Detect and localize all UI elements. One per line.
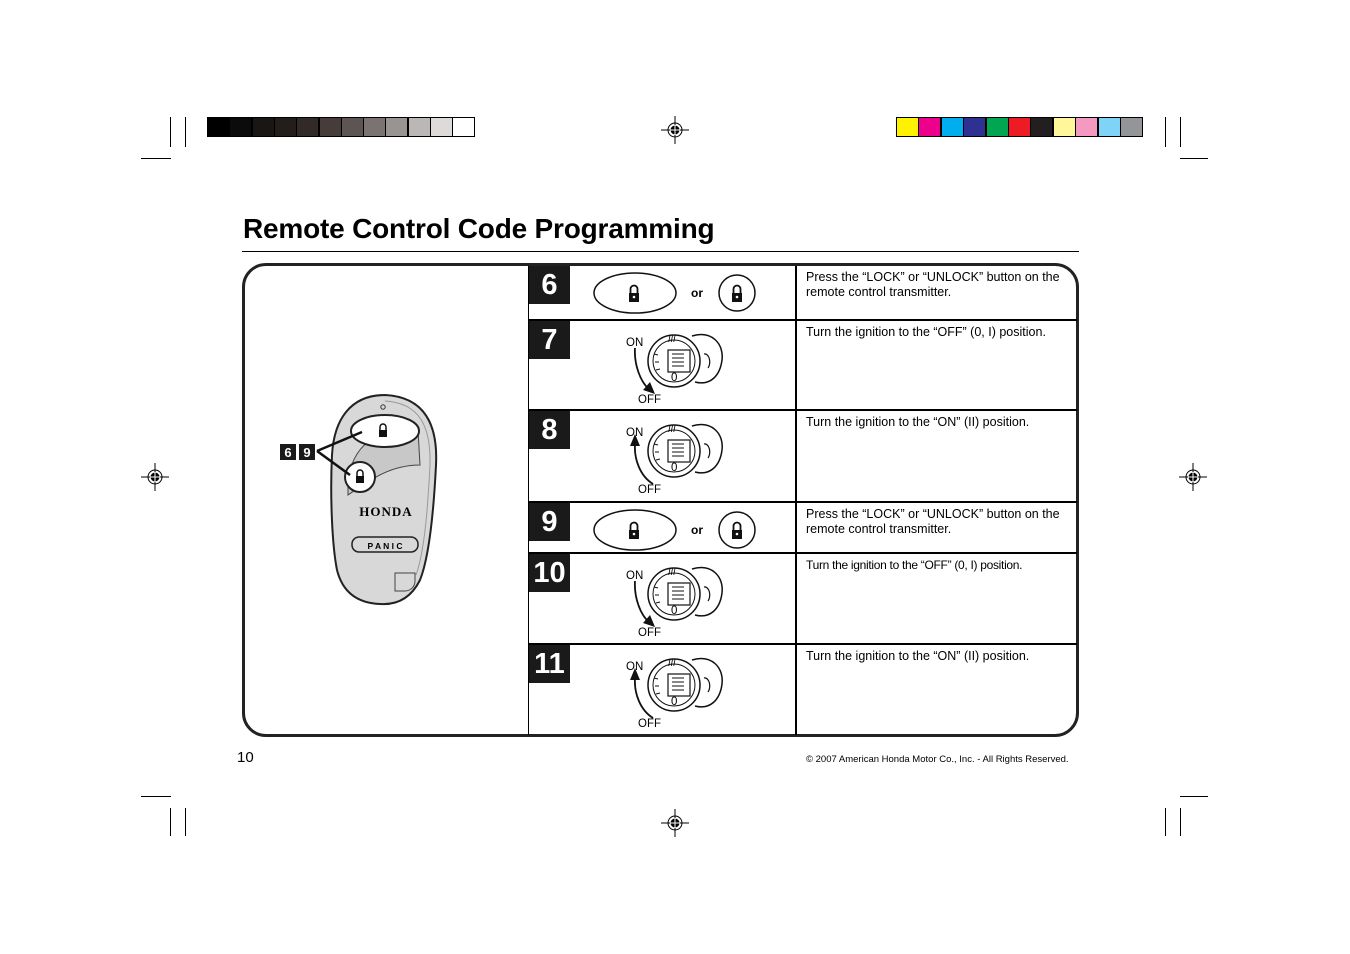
gray-swatch bbox=[407, 117, 431, 137]
ignition-on-label: ON bbox=[626, 337, 644, 349]
step-instruction: Press the “LOCK” or “UNLOCK” button on t… bbox=[806, 270, 1060, 299]
gray-swatch bbox=[318, 117, 342, 137]
instruction-panel bbox=[242, 263, 1079, 737]
step-instruction: Turn the ignition to the “OFF” (0, I) po… bbox=[806, 558, 1023, 572]
registration-mark bbox=[661, 809, 689, 837]
or-label: or bbox=[691, 286, 703, 300]
ignition-switch-illustration: III bbox=[634, 333, 723, 394]
step-number-badge: 9 bbox=[529, 503, 570, 541]
title-underline bbox=[242, 251, 1079, 252]
ignition-on-label: ON bbox=[626, 661, 644, 673]
registration-mark bbox=[661, 116, 689, 144]
color-swatch bbox=[1075, 117, 1099, 137]
page-title: Remote Control Code Programming bbox=[243, 213, 715, 244]
svg-text:III: III bbox=[668, 424, 676, 434]
color-swatch bbox=[1008, 117, 1031, 137]
gray-swatch bbox=[296, 117, 320, 137]
color-swatch bbox=[896, 117, 919, 137]
step-instruction: Press the “LOCK” or “UNLOCK” button on t… bbox=[806, 507, 1060, 536]
step-number-badge: 7 bbox=[529, 321, 570, 359]
color-swatch bbox=[940, 117, 964, 137]
color-swatch bbox=[1097, 117, 1121, 137]
gray-swatch bbox=[229, 117, 253, 137]
ignition-zero-label: 0 bbox=[671, 462, 678, 474]
step-instruction: Turn the ignition to the “ON” (II) posit… bbox=[806, 649, 1030, 663]
lock-unlock-buttons-illustration bbox=[593, 509, 756, 551]
gray-swatch bbox=[452, 117, 476, 137]
ignition-switch-illustration: III bbox=[630, 423, 723, 485]
lock-unlock-buttons-illustration bbox=[593, 272, 756, 314]
svg-text:III: III bbox=[668, 567, 676, 577]
page-number: 10 bbox=[237, 749, 254, 766]
color-swatch bbox=[918, 117, 942, 137]
panic-label: P A N I C bbox=[367, 541, 402, 551]
ignition-on-label: ON bbox=[626, 570, 644, 582]
ignition-off-label: OFF bbox=[638, 627, 661, 639]
step-number-badge: 8 bbox=[529, 411, 570, 449]
registration-mark bbox=[1179, 463, 1207, 491]
callout-step-6: 6 bbox=[280, 444, 296, 460]
ignition-off-label: OFF bbox=[638, 394, 661, 406]
step-instruction: Turn the ignition to the “ON” (II) posit… bbox=[806, 415, 1030, 429]
gray-swatch bbox=[385, 117, 409, 137]
callout-step-9: 9 bbox=[299, 444, 315, 460]
step-number-badge: 10 bbox=[529, 554, 570, 592]
registration-mark bbox=[141, 463, 169, 491]
ignition-zero-label: 0 bbox=[671, 372, 678, 384]
gray-swatch bbox=[340, 117, 364, 137]
ignition-switch-illustration: III bbox=[630, 657, 723, 719]
color-swatch bbox=[1052, 117, 1076, 137]
gray-swatch bbox=[430, 117, 453, 137]
remote-brand: HONDA bbox=[359, 504, 412, 519]
step-instruction: Turn the ignition to the “OFF” (0, I) po… bbox=[806, 325, 1046, 339]
ignition-off-label: OFF bbox=[638, 484, 661, 496]
gray-swatch bbox=[251, 117, 275, 137]
step-number-badge: 11 bbox=[529, 645, 570, 683]
remote-transmitter-illustration: HONDA P A N I C bbox=[316, 393, 438, 606]
gray-swatch bbox=[363, 117, 387, 137]
svg-text:III: III bbox=[668, 658, 676, 668]
ignition-off-label: OFF bbox=[638, 718, 661, 730]
ignition-zero-label: 0 bbox=[671, 696, 678, 708]
copyright-notice: © 2007 American Honda Motor Co., Inc. - … bbox=[806, 754, 1069, 765]
color-swatch bbox=[1120, 117, 1143, 137]
ignition-on-label: ON bbox=[626, 427, 644, 439]
svg-text:III: III bbox=[668, 334, 676, 344]
or-label: or bbox=[691, 523, 703, 537]
color-swatch bbox=[963, 117, 987, 137]
ignition-zero-label: 0 bbox=[671, 605, 678, 617]
gray-swatch bbox=[273, 117, 297, 137]
ignition-switch-illustration: III bbox=[634, 566, 723, 627]
step-number-badge: 6 bbox=[529, 266, 570, 304]
gray-swatch bbox=[207, 117, 230, 137]
color-swatch bbox=[985, 117, 1009, 137]
color-swatch bbox=[1030, 117, 1054, 137]
